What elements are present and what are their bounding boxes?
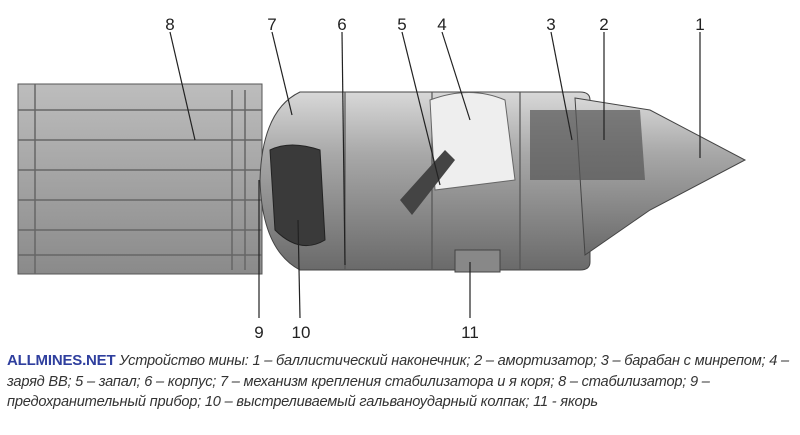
label-3: 3 <box>546 15 555 34</box>
stabilizer <box>17 83 263 275</box>
figure-caption: ALLMINES.NET Устройство мины: 1 – баллис… <box>7 351 797 413</box>
label-4: 4 <box>437 15 446 34</box>
ballistic-nose <box>530 97 747 256</box>
label-7: 7 <box>267 15 276 34</box>
label-2: 2 <box>599 15 608 34</box>
label-9: 9 <box>254 323 263 342</box>
leader-lines <box>169 31 701 319</box>
bottom-labels: 9 10 11 <box>254 323 479 342</box>
top-labels: 8 7 6 5 4 3 2 1 <box>165 15 704 34</box>
label-10: 10 <box>292 323 311 342</box>
mine-diagram: 8 7 6 5 4 3 2 1 9 10 11 <box>17 15 747 342</box>
label-5: 5 <box>397 15 406 34</box>
label-11: 11 <box>461 323 479 342</box>
label-1: 1 <box>695 15 704 34</box>
label-6: 6 <box>337 15 346 34</box>
label-8: 8 <box>165 15 174 34</box>
brand-name: ALLMINES.NET <box>7 352 116 369</box>
caption-text: Устройство мины: 1 – баллистический нако… <box>7 353 789 410</box>
